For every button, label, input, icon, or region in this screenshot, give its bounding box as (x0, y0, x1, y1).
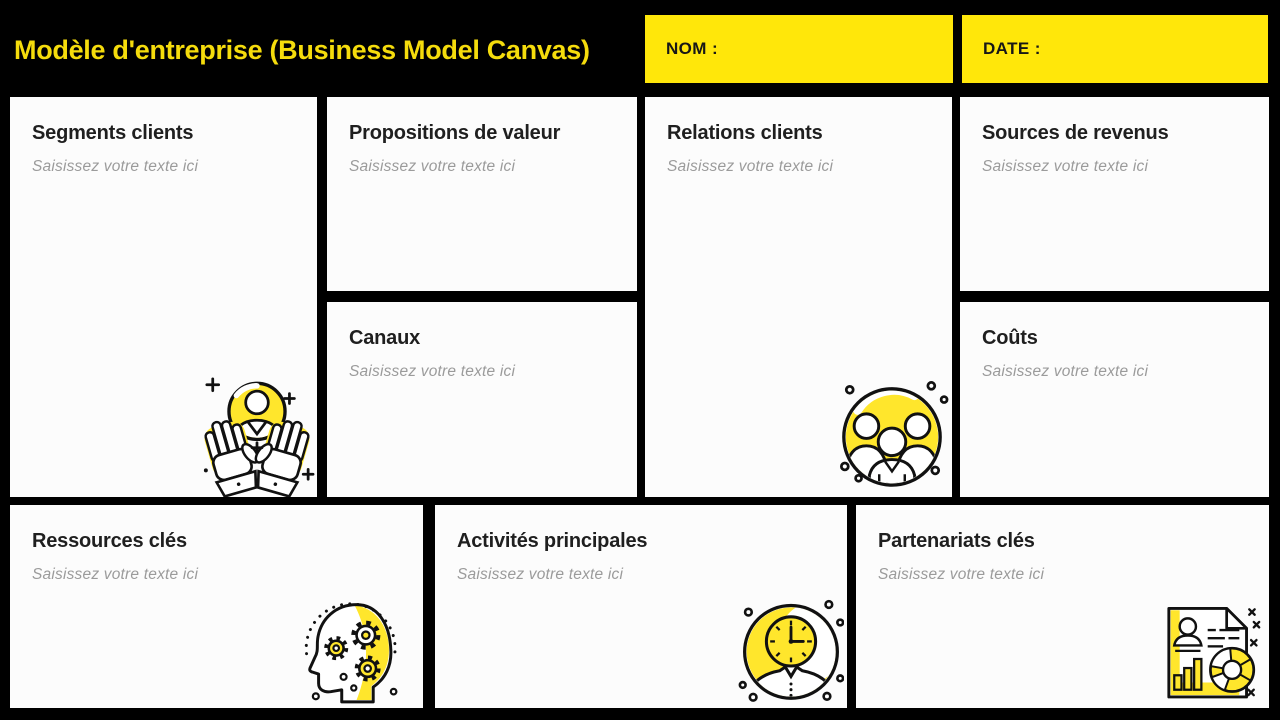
card-ressources-cles: Ressources clés Saisissez votre texte ic… (10, 505, 423, 708)
card-title: Propositions de valeur (349, 122, 561, 144)
card-title: Canaux (349, 327, 421, 349)
card-title: Partenariats clés (878, 530, 1035, 552)
date-field-label: DATE : (983, 39, 1041, 58)
card-segments-clients: Segments clients Saisissez votre texte i… (10, 97, 317, 497)
card-title: Segments clients (32, 122, 194, 144)
card-propositions-de-valeur: Propositions de valeur Saisissez votre t… (327, 97, 637, 291)
card-placeholder-text[interactable]: Saisissez votre texte ici (32, 566, 199, 583)
card-title: Relations clients (667, 122, 823, 144)
card-relations-clients: Relations clients Saisissez votre texte … (645, 97, 952, 497)
card-placeholder-text[interactable]: Saisissez votre texte ici (982, 158, 1149, 175)
card-placeholder-text[interactable]: Saisissez votre texte ici (349, 158, 516, 175)
clock-person-icon (738, 600, 844, 703)
customer-group-icon (840, 381, 949, 487)
card-placeholder-text[interactable]: Saisissez votre texte ici (457, 566, 624, 583)
name-field[interactable]: NOM : (645, 15, 953, 83)
hands-holding-user-icon (203, 377, 315, 497)
card-placeholder-text[interactable]: Saisissez votre texte ici (349, 363, 516, 380)
card-title: Coûts (982, 327, 1038, 349)
card-partenariats-cles: Partenariats clés Saisissez votre texte … (856, 505, 1269, 708)
head-gears-icon (304, 602, 398, 704)
card-title: Ressources clés (32, 530, 187, 552)
card-placeholder-text[interactable]: Saisissez votre texte ici (667, 158, 834, 175)
date-field[interactable]: DATE : (962, 15, 1268, 83)
card-title: Sources de revenus (982, 122, 1169, 144)
card-activites-principales: Activités principales Saisissez votre te… (435, 505, 847, 708)
card-couts: Coûts Saisissez votre texte ici (960, 302, 1269, 497)
page-title: Modèle d'entreprise (Business Model Canv… (14, 35, 590, 65)
card-canaux: Canaux Saisissez votre texte ici (327, 302, 637, 497)
card-sources-de-revenus: Sources de revenus Saisissez votre texte… (960, 97, 1269, 291)
card-title: Activités principales (457, 530, 648, 552)
card-placeholder-text[interactable]: Saisissez votre texte ici (878, 566, 1045, 583)
card-placeholder-text[interactable]: Saisissez votre texte ici (32, 158, 199, 175)
report-document-icon (1167, 606, 1261, 699)
name-field-label: NOM : (666, 39, 719, 58)
card-placeholder-text[interactable]: Saisissez votre texte ici (982, 363, 1149, 380)
